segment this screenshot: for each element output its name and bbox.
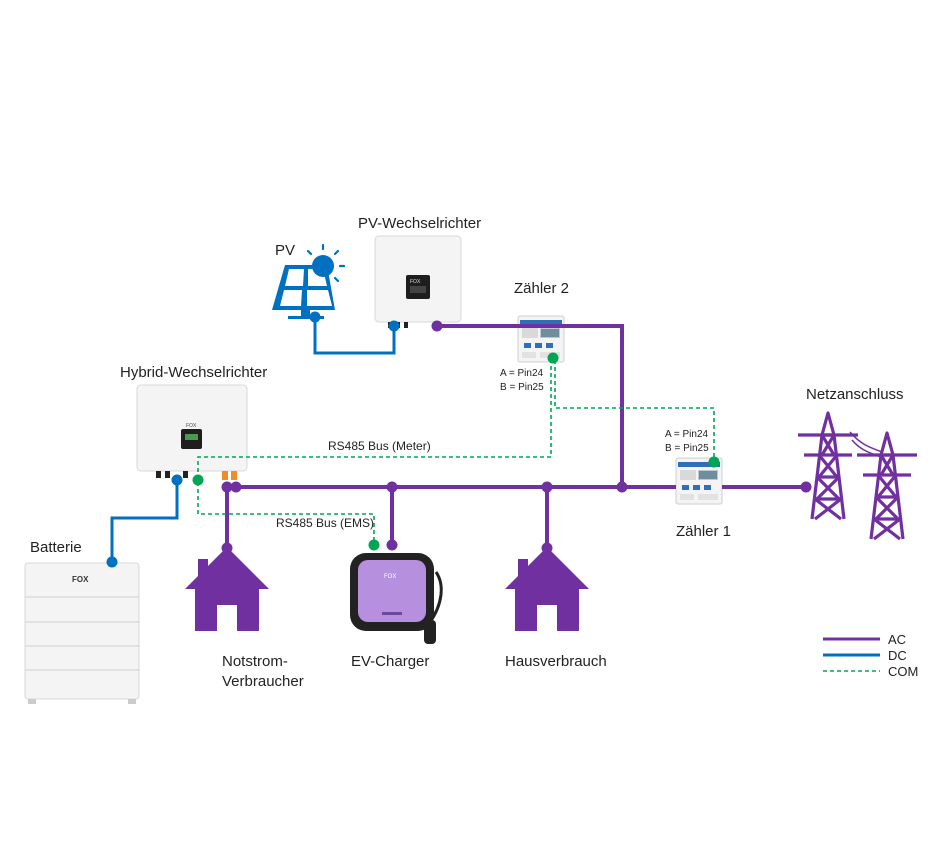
pv-label: PV — [275, 242, 295, 259]
sun-icon — [306, 243, 346, 283]
legend-com: COM — [888, 664, 918, 679]
ev-charger-icon: FOX — [350, 553, 443, 644]
ev-charger-label: EV-Charger — [351, 653, 429, 670]
house-label: Hausverbrauch — [505, 653, 607, 670]
legend: AC DC COM — [823, 632, 918, 679]
ac-lines — [225, 324, 806, 548]
backup-label-line2: Verbraucher — [222, 673, 304, 690]
pv-inverter-label: PV-Wechselrichter — [358, 215, 481, 232]
battery-icon: FOX — [24, 562, 140, 704]
dc-lines — [110, 317, 396, 562]
meter2-pin-b: B = Pin25 — [500, 382, 544, 393]
bus-ems-label: RS485 Bus (EMS) — [276, 516, 374, 530]
meter2-label: Zähler 2 — [514, 280, 569, 297]
bus-meter-label: RS485 Bus (Meter) — [328, 439, 431, 453]
power-pylon-icon-right — [855, 431, 919, 541]
backup-label-line1: Notstrom- — [222, 653, 288, 670]
pv-inverter: FOX — [374, 235, 462, 328]
legend-ac: AC — [888, 632, 906, 647]
grid-label: Netzanschluss — [806, 386, 904, 403]
hybrid-inverter-label: Hybrid-Wechselrichter — [120, 364, 267, 381]
hybrid-inverter: FOX — [136, 384, 248, 480]
battery-label: Batterie — [30, 539, 82, 556]
com-lines — [197, 360, 715, 542]
inverter-icon — [136, 384, 248, 472]
svg-text:FOX: FOX — [186, 423, 197, 429]
meter2-pin-a: A = Pin24 — [500, 368, 544, 379]
svg-text:FOX: FOX — [410, 279, 421, 285]
meter1-label: Zähler 1 — [676, 523, 731, 540]
power-pylon-icon-left — [796, 411, 860, 521]
meter1-pin-b: B = Pin25 — [665, 443, 709, 454]
battery-brand: FOX — [72, 575, 89, 584]
meter1-pin-a: A = Pin24 — [665, 429, 709, 440]
svg-text:FOX: FOX — [384, 574, 396, 580]
legend-dc: DC — [888, 648, 907, 663]
